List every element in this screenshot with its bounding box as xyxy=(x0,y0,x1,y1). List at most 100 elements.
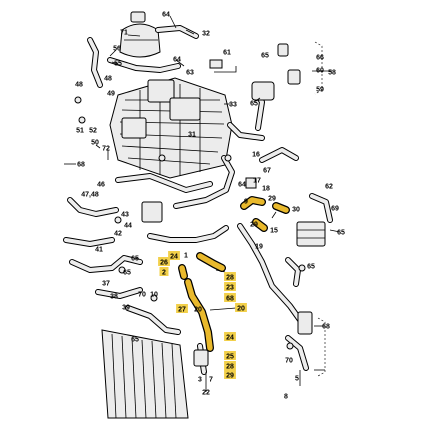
callout-33: 33 xyxy=(229,102,237,109)
callout-1: 1 xyxy=(184,253,188,260)
callout-text: 64 xyxy=(238,182,246,189)
callout-48: 48 xyxy=(104,76,112,83)
callout-text: 41 xyxy=(95,247,103,254)
callout-26: 26 xyxy=(158,257,170,267)
callout-38: 38 xyxy=(110,294,118,301)
callout-62: 62 xyxy=(325,184,333,191)
callout-highlight xyxy=(224,370,236,379)
callout-text: 69 xyxy=(331,206,339,213)
callout-text: 28 xyxy=(226,364,234,371)
callout-31: 31 xyxy=(188,132,196,139)
callout-44: 44 xyxy=(124,223,132,230)
callout-text: 64 xyxy=(162,12,170,19)
callout-text: 20 xyxy=(194,307,202,314)
callout-68: 68 xyxy=(77,162,85,169)
callout-10: 10 xyxy=(150,292,158,299)
callout-61: 61 xyxy=(223,50,231,57)
callout-55: 55 xyxy=(114,61,122,68)
callout-71: 71 xyxy=(120,30,128,37)
callout-59: 59 xyxy=(316,87,324,94)
callout-48: 48 xyxy=(75,82,83,89)
callout-16: 16 xyxy=(252,152,260,159)
callout-text: 44 xyxy=(124,223,132,230)
callout-text: 48 xyxy=(104,76,112,83)
callout-42: 42 xyxy=(114,231,122,238)
callout-8: 8 xyxy=(284,394,288,401)
callout-text: 10 xyxy=(150,292,158,299)
callout-text: 20 xyxy=(237,306,245,313)
callout-20: 20 xyxy=(194,307,202,314)
callout-text: 65 xyxy=(123,270,131,277)
callout-37: 37 xyxy=(102,281,110,288)
oil-cooler xyxy=(296,221,326,247)
callout-text: 68 xyxy=(77,162,85,169)
callout-41: 41 xyxy=(95,247,103,254)
callout-text: 24 xyxy=(226,335,234,342)
callout-5: 5 xyxy=(295,376,299,383)
callout-32: 32 xyxy=(202,31,210,38)
callout-46: 46 xyxy=(97,182,105,189)
callout-text: 3 xyxy=(198,377,202,384)
callout-text: 37 xyxy=(102,281,110,288)
callout-29: 29 xyxy=(250,222,258,229)
callout-text: 62 xyxy=(325,184,333,191)
callout-65: 65 xyxy=(261,53,269,60)
callout-text: 66 xyxy=(316,55,324,62)
callout-text: 32 xyxy=(202,31,210,38)
callout-text: 58 xyxy=(328,70,336,77)
callout-text: 65 xyxy=(131,337,139,344)
callout-text: 64 xyxy=(173,57,181,64)
highlighted-hoses xyxy=(178,196,290,352)
callout-18: 18 xyxy=(262,186,270,193)
callout-20: 20 xyxy=(235,303,247,313)
callout-49: 49 xyxy=(107,91,115,98)
callout-text: 28 xyxy=(226,275,234,282)
callout-highlight xyxy=(224,293,236,302)
callout-60: 60 xyxy=(316,68,324,75)
radiator xyxy=(101,329,189,419)
callout-65: 65 xyxy=(337,230,345,237)
callout-text: 46 xyxy=(97,182,105,189)
callout-text: 65 xyxy=(250,101,258,108)
callout-text: 23 xyxy=(226,285,234,292)
callout-3: 3 xyxy=(198,377,202,384)
callout-28: 28 xyxy=(224,272,236,282)
callout-text: 24 xyxy=(170,254,178,261)
callout-29: 29 xyxy=(268,196,276,203)
callout-17: 17 xyxy=(253,178,261,185)
bracket-1 xyxy=(317,317,326,377)
callout-text: 39 xyxy=(122,305,130,312)
callout-text: 71 xyxy=(120,30,128,37)
callout-7: 7 xyxy=(209,377,213,384)
callout-text: 1 xyxy=(184,253,188,260)
callout-text: 9 xyxy=(244,199,248,206)
callout-text: 5 xyxy=(295,376,299,383)
callout-24: 24 xyxy=(224,332,236,342)
callout-28: 28 xyxy=(224,361,236,371)
callout-text: 25 xyxy=(226,354,234,361)
callout-23: 23 xyxy=(224,282,236,292)
callout-43: 43 xyxy=(121,212,129,219)
callout-50: 50 xyxy=(91,140,99,147)
callout-64: 64 xyxy=(238,182,246,189)
expansion-tank xyxy=(119,11,161,58)
callout-65: 65 xyxy=(307,264,315,271)
callout-text: 38 xyxy=(110,294,118,301)
callout-63: 63 xyxy=(186,70,194,77)
callout-text: 67 xyxy=(263,168,271,175)
callout-39: 39 xyxy=(122,305,130,312)
callout-text: 68 xyxy=(226,296,234,303)
callout-text: 47,48 xyxy=(81,192,99,199)
callout-text: 72 xyxy=(102,146,110,153)
callout-highlight xyxy=(158,257,170,266)
callout-70: 70 xyxy=(138,292,146,299)
callout-text: 52 xyxy=(89,128,97,135)
callout-highlight xyxy=(168,251,180,260)
callout-text: 65 xyxy=(337,230,345,237)
callout-65: 65 xyxy=(250,101,258,108)
callout-text: 65 xyxy=(261,53,269,60)
callout-text: 30 xyxy=(292,207,300,214)
callout-27: 27 xyxy=(176,304,188,314)
